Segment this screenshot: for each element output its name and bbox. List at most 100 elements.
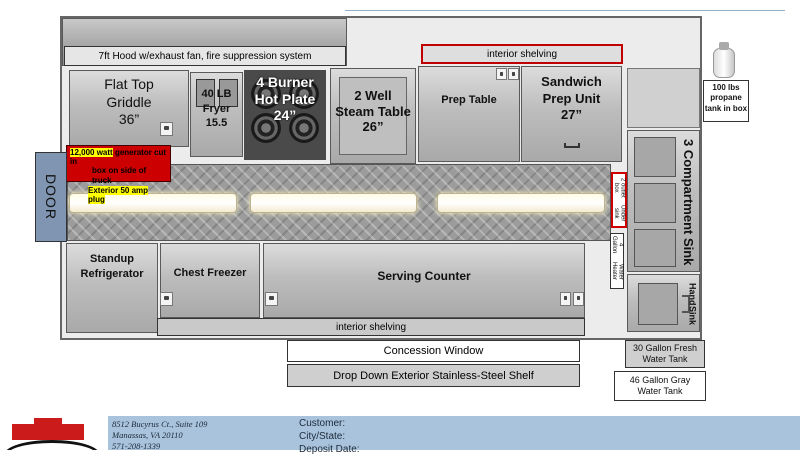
sandwich-prep-unit: Sandwich Prep Unit 27” <box>521 66 622 162</box>
outlet-icon <box>160 122 173 136</box>
generator-label: 12,000 watt generator cut in box on side… <box>66 145 171 204</box>
customer-fields: Customer: City/State: Deposit Date: <box>299 417 499 455</box>
logo-arc <box>4 440 100 450</box>
drop-down-shelf: Drop Down Exterior Stainless-Steel Shelf <box>287 364 580 387</box>
ceiling-light-1 <box>69 193 237 213</box>
steam-line-2: Steam Table <box>335 103 411 119</box>
city-state-label: City/State: <box>299 431 346 442</box>
interior-shelving-bottom: interior shelving <box>157 318 585 336</box>
steam-line-1: 2 Well <box>354 88 392 103</box>
water-heater-label: 4 Gallon Water Heater <box>610 233 624 289</box>
hot-plate: 4 Burner Hot Plate 24” <box>244 70 326 160</box>
interior-shelving-top: interior shelving <box>421 44 623 64</box>
burner-3 <box>251 113 281 143</box>
sandwich-line-1: Sandwich <box>541 74 602 89</box>
hand-sink-basin <box>638 283 678 325</box>
faucet-icon <box>682 295 690 313</box>
griddle-line-3: 36” <box>118 111 140 128</box>
prep-table: Prep Table <box>418 66 520 162</box>
company-logo <box>0 416 108 450</box>
sink-basin-3 <box>634 229 676 267</box>
sandwich-line-2: Prep Unit <box>542 90 601 106</box>
customer-label: Customer: <box>299 418 346 429</box>
fryer-line-2: Fryer <box>202 102 231 115</box>
water-heater-line-2: Water Heater <box>611 262 624 281</box>
water-heater-line-1: 4 Gallon <box>611 235 624 254</box>
outlet-icon <box>508 68 519 80</box>
gray-water-tank: 46 Gallon Gray Water Tank <box>614 371 706 401</box>
steam-line-3: 26” <box>362 119 384 135</box>
sink-basin-2 <box>634 183 676 223</box>
propane-line-1: 100 lbs <box>712 83 740 92</box>
door-label: DOOR <box>43 174 59 220</box>
hotplate-line-2: Hot Plate <box>254 90 316 107</box>
fryer-basket-right <box>219 79 238 107</box>
propane-tank-icon <box>713 48 735 78</box>
door: DOOR <box>35 152 67 242</box>
fridge-line-1: Standup <box>90 253 134 265</box>
fryer-line-1: 40 LB <box>201 88 232 100</box>
outlet-box-label: 2 outlet box Under sink <box>611 172 627 228</box>
three-compartment-sink: 3 Compartment Sink <box>627 130 700 272</box>
serving-counter: Serving Counter <box>263 243 585 318</box>
chest-freezer-label: Chest Freezer <box>173 267 247 279</box>
exterior-plug-label: Exterior 50 amp plug <box>88 185 149 204</box>
prep-table-label: Prep Table <box>441 94 497 106</box>
outlet-box-line-2: Under sink <box>613 205 626 222</box>
generator-line-2: generator cut in <box>70 148 167 167</box>
burner-1 <box>251 79 281 109</box>
chest-freezer: Chest Freezer <box>160 243 260 318</box>
steam-table: 2 Well Steam Table 26” <box>330 68 416 164</box>
fresh-tank-line-1: 30 Gallon Fresh <box>632 343 698 353</box>
burner-2 <box>289 79 319 109</box>
propane-valve-icon <box>719 42 729 50</box>
sink-basin-1 <box>634 137 676 177</box>
outlet-icon <box>496 68 507 80</box>
address-line-1: 8512 Bucyrus Ct., Suite 109 <box>112 419 208 429</box>
hand-sink: Hand Sink <box>627 274 700 332</box>
serving-counter-label: Serving Counter <box>377 269 471 283</box>
hand-sink-label: Hand Sink <box>684 283 700 325</box>
fresh-tank-line-2: Water Tank <box>642 354 688 365</box>
footer-bar <box>0 416 800 450</box>
propane-box <box>627 68 700 128</box>
outlet-box-line-1: 2 outlet box <box>613 177 626 198</box>
outlet-icon <box>160 292 173 306</box>
hotplate-line-3: 24” <box>273 107 297 124</box>
fryer-basket-left <box>196 79 215 107</box>
phone-number: 571-208-1339 <box>112 441 161 452</box>
ceiling-light-3 <box>437 193 605 213</box>
standup-refrigerator: Standup Refrigerator <box>66 243 158 333</box>
fryer-line-3: 15.5 <box>205 117 228 130</box>
steam-well <box>339 77 407 155</box>
gray-tank-line-2: Water Tank <box>637 386 683 397</box>
top-rule <box>345 10 785 11</box>
propane-line-3: tank in box <box>704 103 748 113</box>
hood-label: 7ft Hood w/exhaust fan, fire suppression… <box>64 46 346 66</box>
gray-tank-line-1: 46 Gallon Gray <box>629 375 691 385</box>
address-line-2: Manassas, VA 20110 <box>112 430 183 441</box>
burner-4 <box>289 113 319 143</box>
griddle-line-1: Flat Top <box>104 76 154 92</box>
griddle-line-2: Griddle <box>106 93 152 110</box>
ceiling-light-2 <box>250 193 417 213</box>
outlet-icon <box>573 292 584 306</box>
propane-label: 100 lbs propane tank in box <box>703 80 749 122</box>
sandwich-line-3: 27” <box>561 107 582 123</box>
company-address: 8512 Bucyrus Ct., Suite 109 Manassas, VA… <box>112 419 282 452</box>
sandwich-handle <box>564 143 580 148</box>
compartment-sink-label: 3 Compartment Sink <box>680 138 696 266</box>
fridge-line-2: Refrigerator <box>80 267 144 280</box>
hand-sink-line-2: Sink <box>687 305 698 325</box>
hotplate-line-1: 4 Burner <box>256 74 314 90</box>
concession-window: Concession Window <box>287 340 580 362</box>
outlet-icon <box>560 292 571 306</box>
outlet-icon <box>265 292 278 306</box>
logo-mark <box>12 424 84 440</box>
generator-line-3: box on side of truck <box>92 166 147 185</box>
propane-line-2: propane <box>710 93 742 103</box>
fresh-water-tank: 30 Gallon Fresh Water Tank <box>625 340 705 368</box>
fryer: 40 LB Fryer 15.5 <box>190 72 243 157</box>
generator-line-1: 12,000 watt <box>70 148 113 157</box>
hand-sink-line-1: Hand <box>687 283 698 306</box>
